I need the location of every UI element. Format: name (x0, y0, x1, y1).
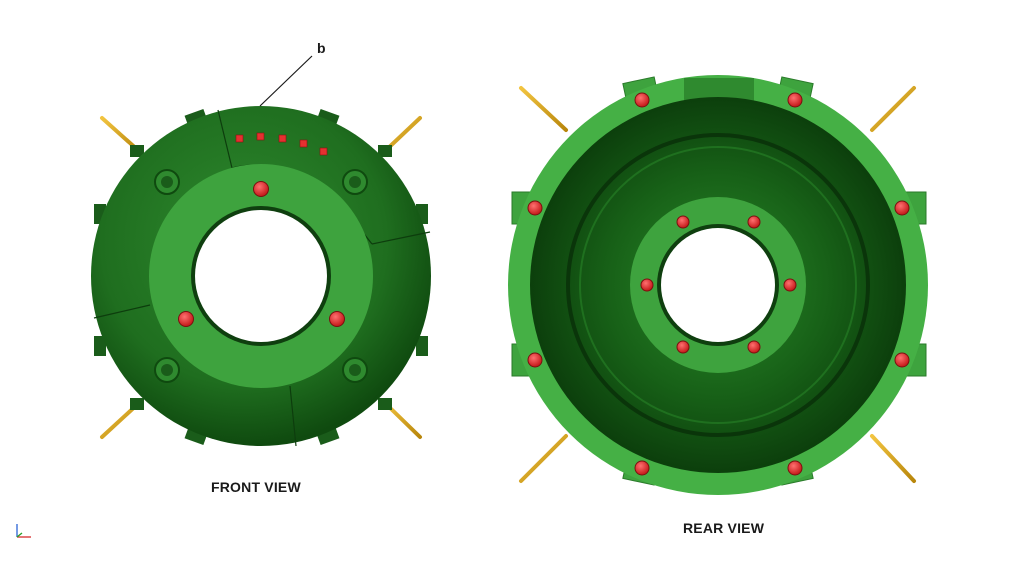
front-red-plugs (178, 181, 345, 327)
rear-center-bore (661, 228, 775, 342)
front-recessed-holes (154, 169, 368, 383)
rear-inner-step-2 (579, 146, 857, 424)
rear-view-assembly (508, 75, 928, 495)
rear-rod-top-left (519, 86, 568, 132)
rear-rim-red-plugs (527, 92, 910, 476)
callout-b-label: b (317, 40, 326, 56)
front-view-label: FRONT VIEW (211, 479, 301, 495)
rear-gold-rods (519, 86, 916, 483)
front-rim-tabs (94, 108, 428, 446)
rear-inner-step (566, 133, 870, 437)
rear-rod-bottom-right (870, 434, 916, 483)
rear-rod-bottom-left (519, 434, 568, 483)
front-red-indicator-row (235, 132, 328, 156)
rear-rod-top-right (870, 86, 916, 132)
front-center-bore (195, 210, 327, 342)
rear-view-label: REAR VIEW (683, 520, 765, 536)
front-view-assembly (91, 106, 431, 447)
rear-hub-red-plugs (640, 215, 797, 354)
callout-b-leader (259, 55, 313, 107)
axis-triad-icon (16, 524, 31, 538)
